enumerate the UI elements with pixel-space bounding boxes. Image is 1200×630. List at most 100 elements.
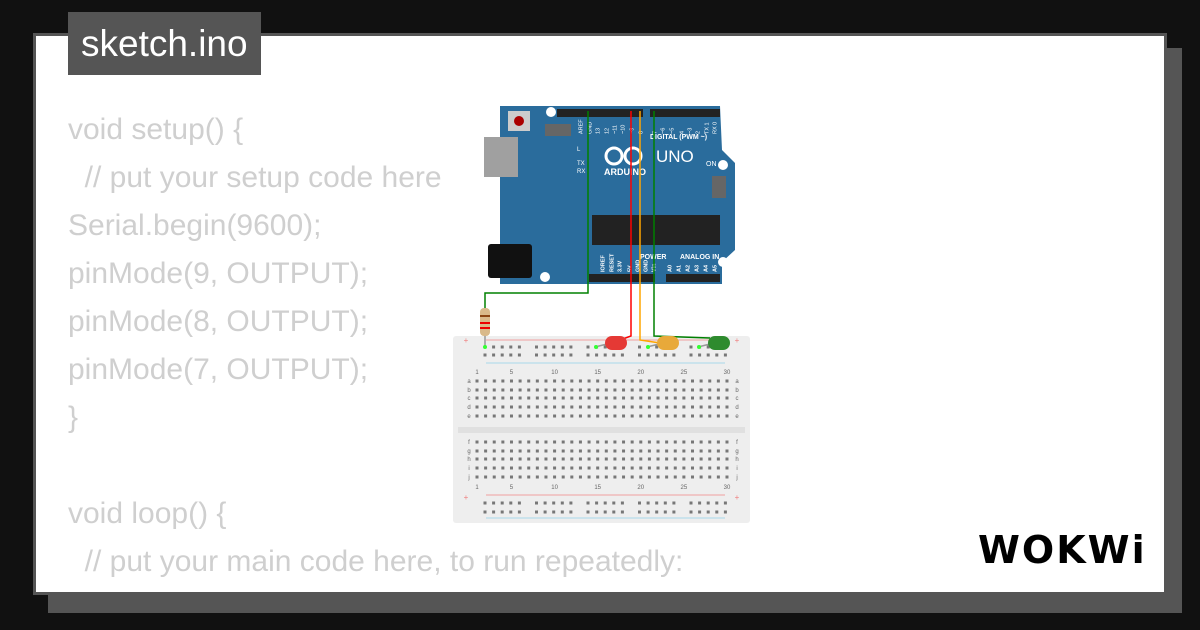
led-rx-label: RX <box>577 169 585 175</box>
rail-hole <box>689 345 693 349</box>
led-green[interactable] <box>697 336 730 350</box>
rail-hole <box>603 510 607 514</box>
breadboard-hole <box>613 414 617 418</box>
rail-hole <box>517 510 521 514</box>
breadboard-hole <box>639 405 643 409</box>
digital-pin-label: RX 0 <box>712 122 718 134</box>
breadboard-hole <box>484 457 488 461</box>
breadboard-hole <box>725 457 729 461</box>
breadboard-hole <box>604 405 608 409</box>
breadboard-hole <box>708 457 712 461</box>
board-model: UNO <box>656 147 694 166</box>
rail-hole <box>492 353 496 357</box>
rail-hole <box>689 501 693 505</box>
rail-hole <box>535 353 538 357</box>
led-tx-label: TX <box>577 161 585 167</box>
led-l-label: L <box>577 147 581 153</box>
breadboard-hole <box>484 396 488 400</box>
breadboard-hole <box>622 405 626 409</box>
breadboard-hole <box>622 388 626 392</box>
row-label: d <box>735 405 738 411</box>
analog-pin-label: A1 <box>676 265 682 272</box>
breadboard-hole <box>492 466 496 470</box>
breadboard-hole <box>475 379 479 383</box>
breadboard-hole <box>665 396 669 400</box>
breadboard-hole <box>604 388 608 392</box>
arduino-uno-board[interactable]: UNO ARDUINO DIGITAL (PWM ~) POWER ANALOG… <box>484 106 735 284</box>
breadboard-hole <box>544 449 548 453</box>
digital-pin-label: AREF <box>578 119 584 134</box>
rail-hole <box>500 501 504 505</box>
rail-hole <box>612 510 616 514</box>
rail-hole <box>560 353 564 357</box>
breadboard-hole <box>656 475 660 479</box>
breadboard-hole <box>587 405 591 409</box>
breadboard-hole <box>553 396 557 400</box>
breadboard-hole <box>656 440 660 444</box>
breadboard-hole <box>699 475 703 479</box>
breadboard-hole <box>699 405 703 409</box>
breadboard-hole <box>639 379 643 383</box>
column-label: 30 <box>724 370 731 376</box>
rail-hole <box>723 510 727 514</box>
wires <box>484 111 711 344</box>
breadboard-hole <box>570 440 574 444</box>
column-label: 1 <box>475 485 479 491</box>
rail-hole <box>543 501 547 505</box>
breadboard-hole <box>527 388 531 392</box>
row-label: j <box>467 475 469 481</box>
breadboard-hole <box>509 475 513 479</box>
icsp-header-2 <box>545 124 571 136</box>
digital-label: DIGITAL (PWM ~) <box>650 134 707 141</box>
row-label: c <box>736 396 739 402</box>
breadboard-hole <box>691 440 694 444</box>
breadboard-hole <box>622 449 626 453</box>
breadboard-hole <box>535 475 539 479</box>
rail-hole <box>723 501 727 505</box>
rail-hole <box>569 501 573 505</box>
code-line: // put your main code here, to run repea… <box>68 545 684 578</box>
breadboard-hole <box>613 379 617 383</box>
digital-pin-label: ~9 <box>629 128 635 134</box>
breadboard-hole <box>691 449 694 453</box>
rail-hole <box>492 510 496 514</box>
breadboard-hole <box>665 405 669 409</box>
breadboard-hole <box>630 466 634 470</box>
breadboard-hole <box>596 414 600 418</box>
breadboard-hole <box>630 440 634 444</box>
breadboard-hole <box>665 440 669 444</box>
wire-gnd-green <box>484 111 589 310</box>
breadboard-hole <box>587 388 591 392</box>
breadboard-hole <box>682 457 686 461</box>
rail-hole <box>543 345 547 349</box>
rail-hole <box>655 353 659 357</box>
led-yellow[interactable] <box>646 336 679 350</box>
breadboard-hole <box>596 449 600 453</box>
rail-hole <box>500 345 504 349</box>
breadboard-hole <box>570 405 574 409</box>
breadboard-hole <box>509 388 513 392</box>
usb-port <box>484 137 518 177</box>
row-label: i <box>468 466 469 472</box>
breadboard-hole <box>535 379 539 383</box>
led-red[interactable] <box>594 336 627 350</box>
breadboard-hole <box>656 396 660 400</box>
code-line: Serial.begin(9600); <box>68 209 322 242</box>
breadboard-hole <box>725 475 729 479</box>
rail-hole <box>715 353 719 357</box>
breadboard-hole <box>544 466 548 470</box>
breadboard-hole <box>622 466 626 470</box>
breadboard-hole <box>501 379 505 383</box>
breadboard-hole <box>475 466 479 470</box>
breadboard-hole <box>622 440 626 444</box>
breadboard-hole <box>578 414 582 418</box>
rail-hole <box>569 510 573 514</box>
rail-hole <box>543 510 547 514</box>
breadboard-hole <box>527 379 531 383</box>
breadboard-hole <box>492 457 496 461</box>
breadboard-hole <box>527 414 531 418</box>
breadboard-hole <box>691 405 694 409</box>
breadboard-hole <box>518 449 522 453</box>
breadboard-hole <box>699 388 703 392</box>
breadboard-hole <box>484 405 488 409</box>
